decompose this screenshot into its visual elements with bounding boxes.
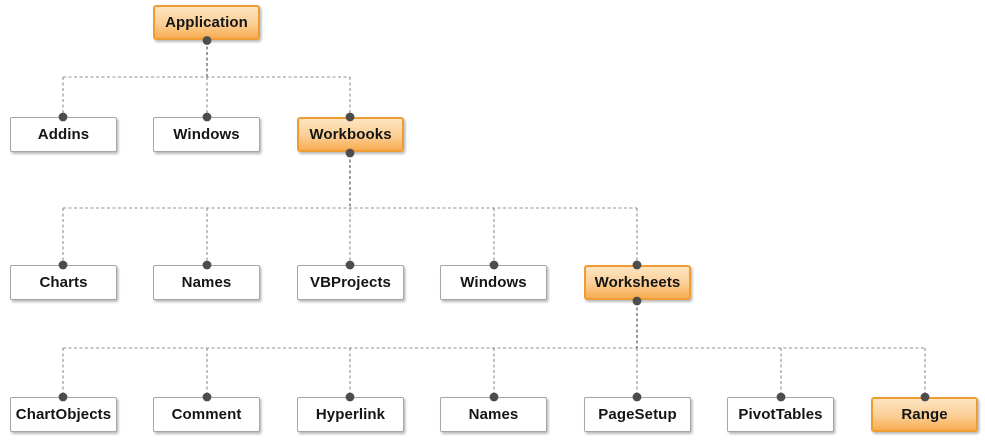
node-workbooks: Workbooks xyxy=(297,117,404,152)
node-names-level4: Names xyxy=(440,397,547,432)
node-worksheets: Worksheets xyxy=(584,265,691,300)
node-pagesetup: PageSetup xyxy=(584,397,691,432)
node-windows-level3: Windows xyxy=(440,265,547,300)
node-hyperlink: Hyperlink xyxy=(297,397,404,432)
node-comment: Comment xyxy=(153,397,260,432)
node-windows-level2: Windows xyxy=(153,117,260,152)
node-pivottables: PivotTables xyxy=(727,397,834,432)
node-chartobjects: ChartObjects xyxy=(10,397,117,432)
node-charts: Charts xyxy=(10,265,117,300)
node-addins: Addins xyxy=(10,117,117,152)
node-vbprojects: VBProjects xyxy=(297,265,404,300)
node-range: Range xyxy=(871,397,978,432)
node-application: Application xyxy=(153,5,260,40)
node-names-level3: Names xyxy=(153,265,260,300)
